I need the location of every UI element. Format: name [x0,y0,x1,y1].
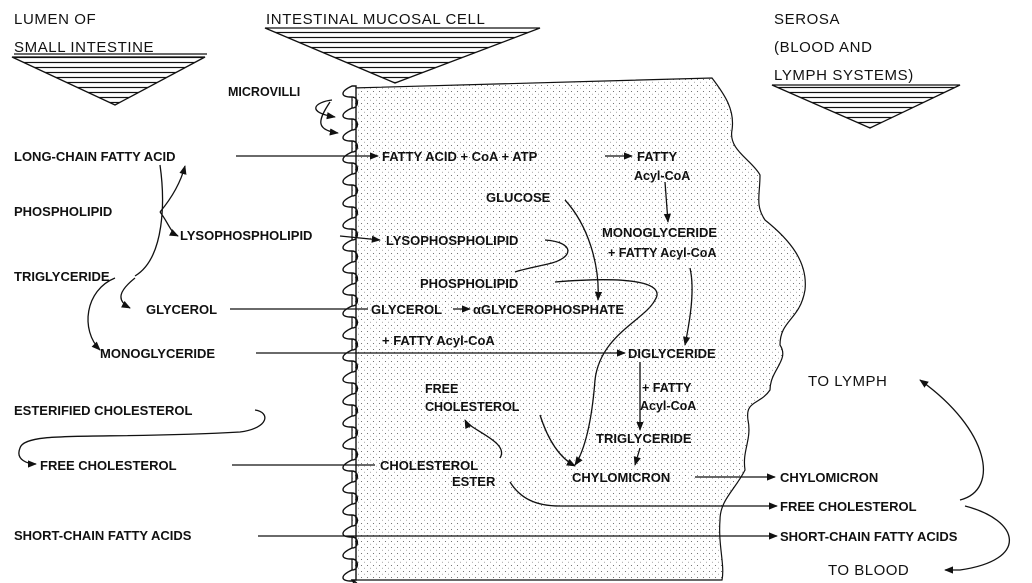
serosa-to-blood: TO BLOOD [828,562,909,579]
cell-glycerol: GLYCEROL [371,302,442,317]
cell-cholesterol-ester-1: CHOLESTEROL [380,458,478,473]
lumen-phospholipid: PHOSPHOLIPID [14,204,112,219]
lumen-long-chain-fatty-acid: LONG-CHAIN FATTY ACID [14,149,176,164]
cell-fatty: FATTY [637,149,678,164]
lumen-monoglyceride: MONOGLYCERIDE [100,346,215,361]
cell-phospholipid: PHOSPHOLIPID [420,276,518,291]
lumen-glycerol: GLYCEROL [146,302,217,317]
serosa-to-lymph: TO LYMPH [808,373,887,390]
lumen-lysophospholipid: LYSOPHOSPHOLIPID [180,228,312,243]
cell-header-triangle [265,28,540,83]
cell-diglyceride: DIGLYCERIDE [628,346,716,361]
lumen-esterified-cholesterol: ESTERIFIED CHOLESTEROL [14,403,192,418]
cell-acyl-coa-2: Acyl-CoA [640,399,696,413]
serosa-header-triangle [772,85,960,128]
lumen-header-line1: LUMEN OF [14,11,96,28]
serosa-header-line3: LYMPH SYSTEMS) [774,67,914,84]
cell-plus-fatty: + FATTY [642,381,692,395]
cell-monoglyceride: MONOGLYCERIDE [602,225,717,240]
cell-free: FREE [425,382,458,396]
cell-acyl-coa: Acyl-CoA [634,169,690,183]
microvilli-label: MICROVILLI [228,85,300,99]
cell-cholesterol: CHOLESTEROL [425,400,520,414]
cell-cholesterol-ester-2: ESTER [452,474,496,489]
serosa-header-line2: (BLOOD AND [774,39,873,56]
lumen-triglyceride: TRIGLYCERIDE [14,269,110,284]
cell-glucose: GLUCOSE [486,190,551,205]
serosa-short-chain-fatty-acids: SHORT-CHAIN FATTY ACIDS [780,529,958,544]
cell-fatty-acid-coa-atp: FATTY ACID + CoA + ATP [382,149,538,164]
cell-triglyceride: TRIGLYCERIDE [596,431,692,446]
cell-lysophospholipid: LYSOPHOSPHOLIPID [386,233,518,248]
lumen-free-cholesterol: FREE CHOLESTEROL [40,458,177,473]
cell-plus-fatty-acyl-coa: + FATTY Acyl-CoA [608,246,716,260]
cell-plus-fatty-acyl-coa-2: + FATTY Acyl-CoA [382,333,495,348]
serosa-header-line1: SEROSA [774,11,840,28]
lumen-header-triangle [12,57,205,105]
cell-chylomicron: CHYLOMICRON [572,470,670,485]
serosa-free-cholesterol: FREE CHOLESTEROL [780,499,917,514]
microvilli-border [343,86,357,583]
cell-header: INTESTINAL MUCOSAL CELL [266,11,485,28]
lumen-short-chain-fatty-acids: SHORT-CHAIN FATTY ACIDS [14,528,192,543]
serosa-chylomicron: CHYLOMICRON [780,470,878,485]
cell-alpha-glycerophosphate: αGLYCEROPHOSPHATE [473,302,624,317]
